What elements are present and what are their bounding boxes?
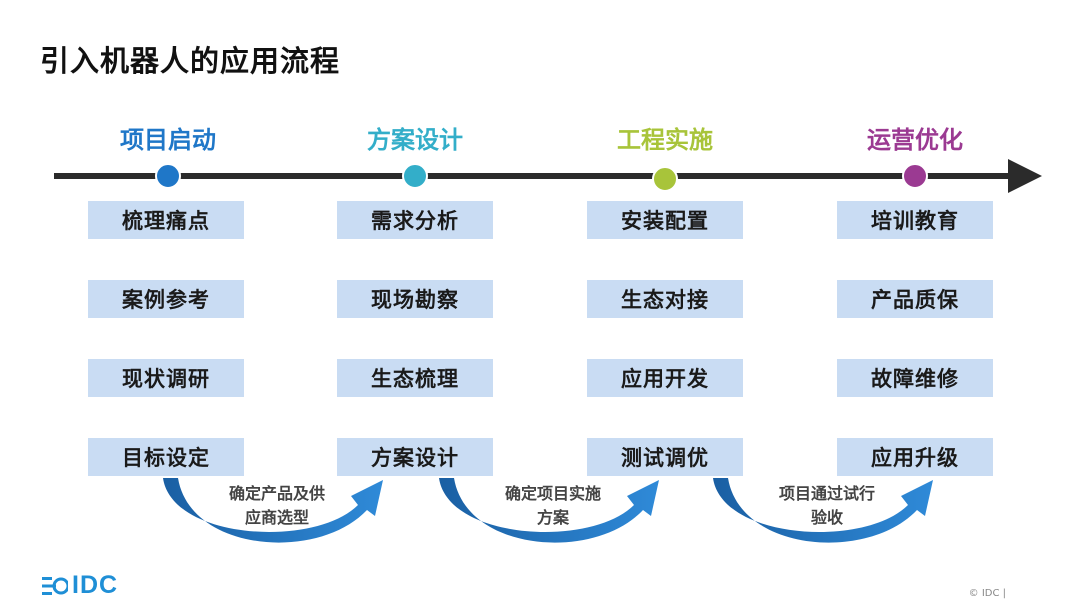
step-box: 培训教育 <box>837 201 993 239</box>
phase-title-3: 工程实施 <box>617 126 713 154</box>
transition-label-line: 方案 <box>536 508 569 527</box>
step-box: 产品质保 <box>837 280 993 318</box>
phase-title-2: 方案设计 <box>367 126 463 154</box>
transition-label-line: 应商选型 <box>244 508 309 527</box>
copyright-text: © IDC | <box>968 588 1006 599</box>
phase-dot-1 <box>155 163 181 189</box>
step-box: 故障维修 <box>837 359 993 397</box>
step-box: 方案设计 <box>337 438 493 476</box>
transition-arrow-3 <box>713 478 933 543</box>
phase-dot-2 <box>402 163 428 189</box>
step-box: 测试调优 <box>587 438 743 476</box>
step-box: 安装配置 <box>587 201 743 239</box>
step-box: 梳理痛点 <box>88 201 244 239</box>
transition-label-line: 项目通过试行 <box>778 484 875 503</box>
page-title: 引入机器人的应用流程 <box>40 44 341 78</box>
step-box: 需求分析 <box>337 201 493 239</box>
step-box: 现状调研 <box>88 359 244 397</box>
transition-label-2: 确定项目实施 方案 <box>478 482 628 530</box>
transition-label-1: 确定产品及供 应商选型 <box>202 482 352 530</box>
logo-text: IDC <box>72 571 119 599</box>
idc-logo-icon <box>42 576 68 595</box>
transition-arrow-1 <box>163 478 383 543</box>
transition-label-line: 验收 <box>810 508 843 527</box>
transition-arrow-2 <box>439 478 659 543</box>
transition-label-line: 确定项目实施 <box>504 484 601 503</box>
step-box: 生态梳理 <box>337 359 493 397</box>
phase-dot-4 <box>902 163 928 189</box>
transition-label-3: 项目通过试行 验收 <box>752 482 902 530</box>
phase-title-1: 项目启动 <box>120 126 216 154</box>
step-box: 案例参考 <box>88 280 244 318</box>
step-box: 现场勘察 <box>337 280 493 318</box>
step-box: 应用升级 <box>837 438 993 476</box>
step-box: 目标设定 <box>88 438 244 476</box>
transition-label-line: 确定产品及供 <box>228 484 325 503</box>
step-box: 应用开发 <box>587 359 743 397</box>
idc-logo: IDC <box>42 571 118 600</box>
phase-dot-3 <box>652 166 678 192</box>
phase-title-4: 运营优化 <box>867 126 963 154</box>
step-box: 生态对接 <box>587 280 743 318</box>
timeline-arrowhead-icon <box>1008 159 1042 193</box>
